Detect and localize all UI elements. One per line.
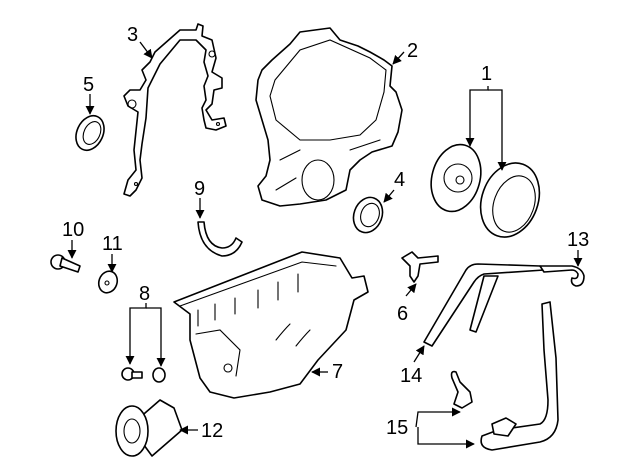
callout-9[interactable]: 9: [194, 178, 205, 200]
dipstick[interactable]: [539, 265, 585, 287]
vent-hose-and-connector[interactable]: [450, 301, 559, 451]
oil-filter[interactable]: [115, 399, 183, 457]
leader-lines: [67, 41, 583, 449]
callout-12[interactable]: 12: [201, 420, 223, 442]
callout-11[interactable]: 11: [102, 233, 123, 255]
callout-7[interactable]: 7: [332, 361, 343, 383]
callout-4[interactable]: 4: [394, 169, 405, 191]
drain-plug-and-gasket[interactable]: [121, 367, 166, 383]
callout-13[interactable]: 13: [567, 229, 589, 251]
timing-cover-seal[interactable]: [349, 193, 388, 236]
timing-cover-gasket[interactable]: [123, 23, 227, 197]
callout-10[interactable]: 10: [62, 219, 84, 241]
callout-8[interactable]: 8: [139, 283, 150, 305]
callout-1[interactable]: 1: [481, 63, 492, 85]
callout-5[interactable]: 5: [83, 74, 94, 96]
callout-15[interactable]: 15: [386, 417, 408, 439]
callout-2[interactable]: 2: [407, 40, 418, 62]
front-crankshaft-seal[interactable]: [71, 111, 110, 155]
oil-pan-seal[interactable]: [197, 221, 243, 257]
callout-3[interactable]: 3: [127, 24, 138, 46]
callout-labels: 1 2 3 4 5 6 7 8 9 10 11 12 13 14 15: [62, 24, 589, 442]
pulley-assembly[interactable]: [424, 139, 549, 245]
washer[interactable]: [96, 269, 120, 296]
sensor[interactable]: [401, 251, 439, 283]
bolt[interactable]: [50, 254, 81, 273]
timing-cover[interactable]: [255, 27, 403, 207]
oil-pan[interactable]: [173, 251, 369, 399]
dipstick-tube[interactable]: [423, 263, 545, 347]
callout-14[interactable]: 14: [400, 365, 422, 387]
callout-6[interactable]: 6: [397, 303, 408, 325]
